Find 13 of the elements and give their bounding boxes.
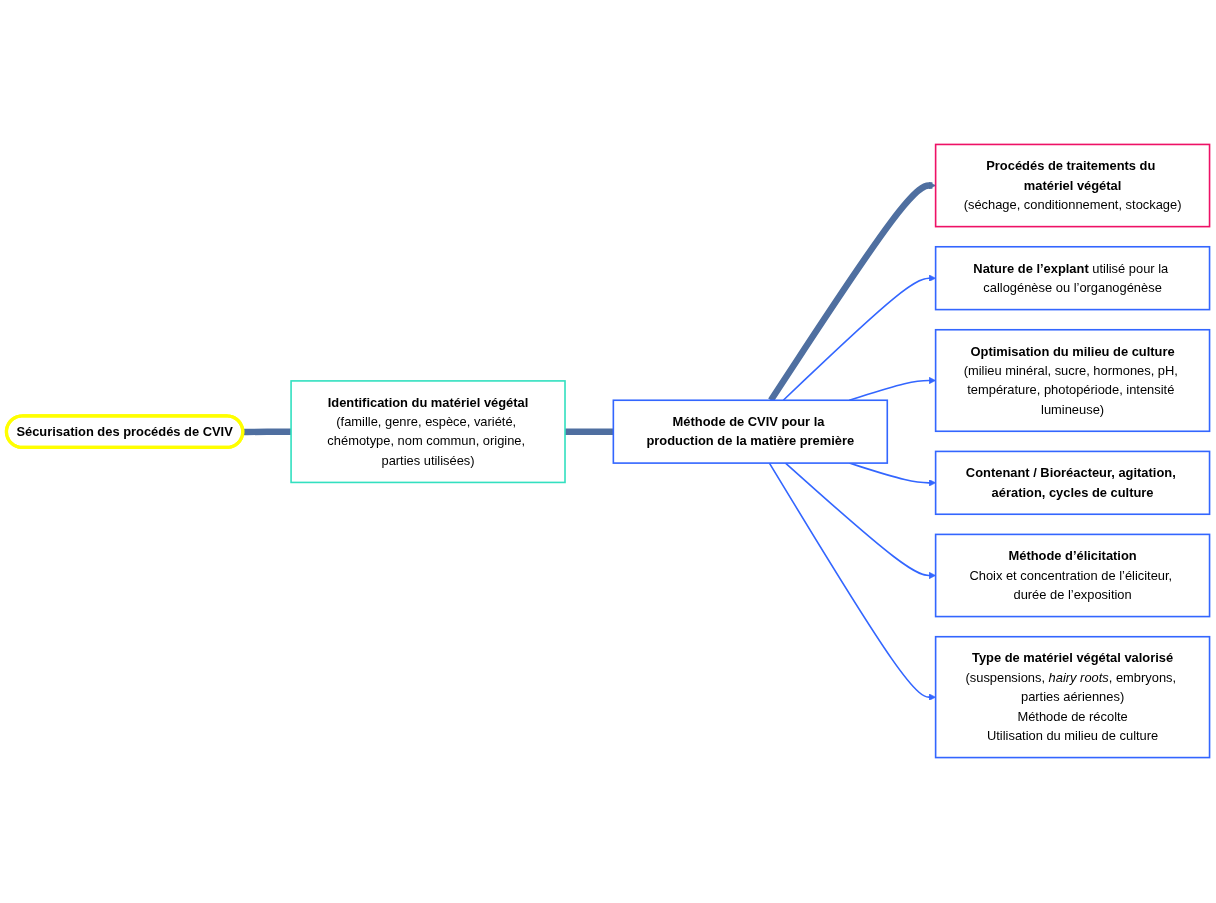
- node-box: Identification du matériel végétal (famille, genre, espèce, variété, chémotype, nom commun, origine, parties utilisées): [290, 380, 566, 484]
- node-box: Procédés de traitements du matériel végétal (séchage, conditionnement, stockage): [934, 144, 1211, 228]
- node-box: Optimisation du milieu de culture (milieu minéral, sucre, hormones, pH, température, photopériode, intensité lumineuse): [934, 329, 1211, 433]
- connector: [565, 428, 614, 436]
- node-box: Contenant / Bioréacteur, agitation, aération, cycles de culture: [934, 451, 1211, 516]
- node-box: Type de matériel végétal valorisé (suspensions, hairy roots, embryons, parties aériennes) Méthode de récolte Utilisation du milieu de culture: [934, 636, 1211, 759]
- connector: [243, 428, 292, 436]
- arrow: [782, 275, 936, 402]
- node-box: Méthode d’élicitation Choix et concentration de l’éliciteur, durée de l’exposition: [934, 534, 1211, 618]
- arrow: [768, 462, 936, 702]
- node-box: Nature de l’explant utilisé pour la callogénèse ou l’organogénèse: [934, 246, 1211, 311]
- arrow: [784, 462, 936, 580]
- node-box: Méthode de CVIV pour la production de la matière première: [612, 399, 889, 465]
